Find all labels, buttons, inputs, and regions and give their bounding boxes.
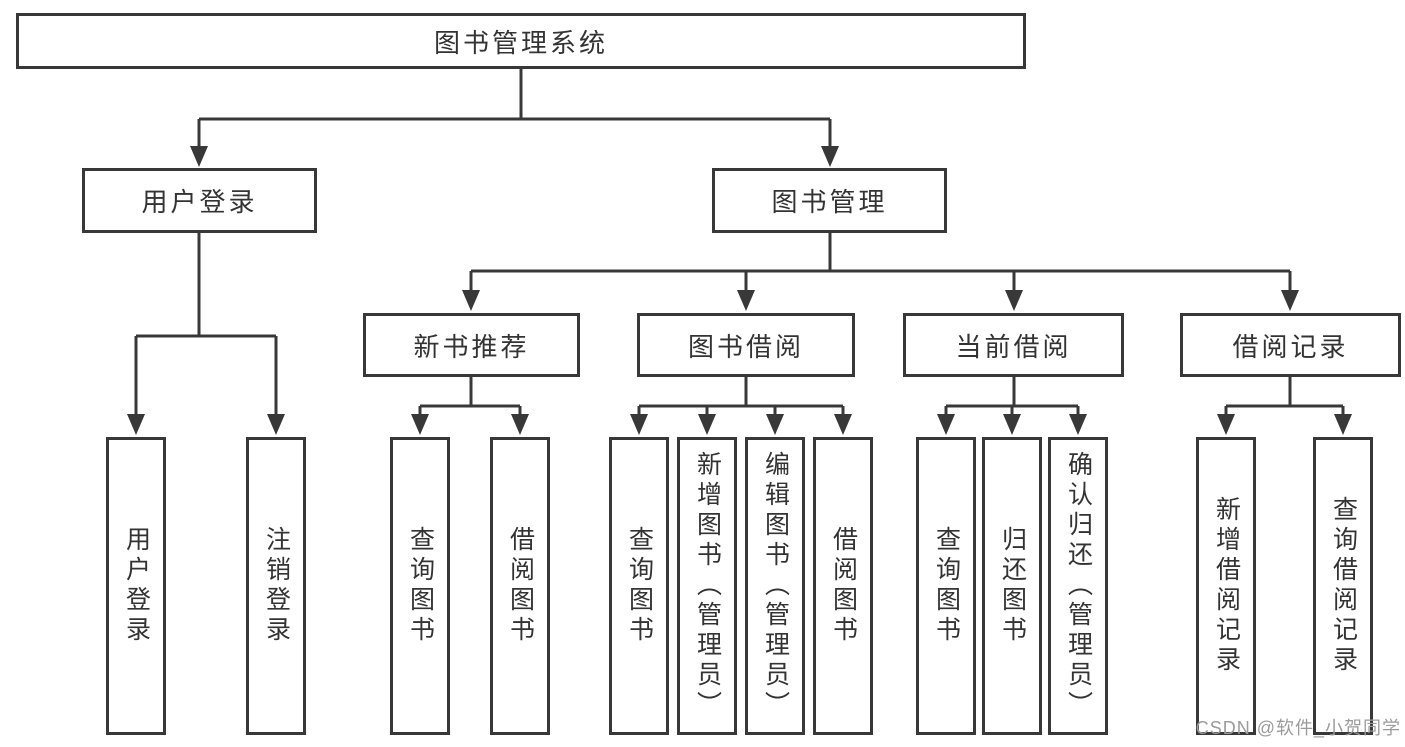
leaf-query-books-current: 查询图书 — [916, 437, 976, 735]
node-book-borrow: 图书借阅 — [637, 313, 855, 377]
leaf-label: 查询图书 — [932, 526, 961, 646]
node-borrow-records: 借阅记录 — [1180, 313, 1401, 377]
leaf-logout: 注销登录 — [246, 437, 306, 735]
leaf-label: 新增图书（管理员） — [693, 451, 722, 721]
leaf-return-books: 归还图书 — [982, 437, 1042, 735]
leaf-user-login: 用户登录 — [106, 437, 166, 735]
leaf-query-borrow-record: 查询借阅记录 — [1313, 437, 1373, 735]
node-current-borrow: 当前借阅 — [903, 313, 1124, 377]
node-library-system: 图书管理系统 — [16, 13, 1026, 69]
leaf-label: 注销登录 — [262, 526, 291, 646]
leaf-add-books-admin: 新增图书（管理员） — [677, 437, 737, 735]
leaf-query-books-borrow: 查询图书 — [609, 437, 669, 735]
node-user-login: 用户登录 — [82, 168, 317, 233]
leaf-borrow-books-recommend: 借阅图书 — [490, 437, 550, 735]
leaf-label: 查询图书 — [406, 526, 435, 646]
leaf-label: 新增借阅记录 — [1212, 496, 1241, 676]
leaf-label: 确认归还（管理员） — [1064, 451, 1093, 721]
leaf-edit-books-admin: 编辑图书（管理员） — [745, 437, 805, 735]
leaf-label: 借阅图书 — [506, 526, 535, 646]
leaf-add-borrow-record: 新增借阅记录 — [1196, 437, 1256, 735]
leaf-label: 用户登录 — [122, 526, 151, 646]
leaf-borrow-books: 借阅图书 — [813, 437, 873, 735]
leaf-label: 查询图书 — [625, 526, 654, 646]
leaf-label: 编辑图书（管理员） — [761, 451, 790, 721]
leaf-query-books-recommend: 查询图书 — [390, 437, 450, 735]
leaf-label: 借阅图书 — [829, 526, 858, 646]
node-book-management: 图书管理 — [712, 168, 947, 233]
csdn-watermark: CSDN @软件_小贺同学 — [1195, 718, 1401, 738]
leaf-label: 查询借阅记录 — [1329, 496, 1358, 676]
leaf-label: 归还图书 — [998, 526, 1027, 646]
leaf-confirm-return-admin: 确认归还（管理员） — [1048, 437, 1108, 735]
node-new-book-recommend: 新书推荐 — [363, 313, 580, 377]
